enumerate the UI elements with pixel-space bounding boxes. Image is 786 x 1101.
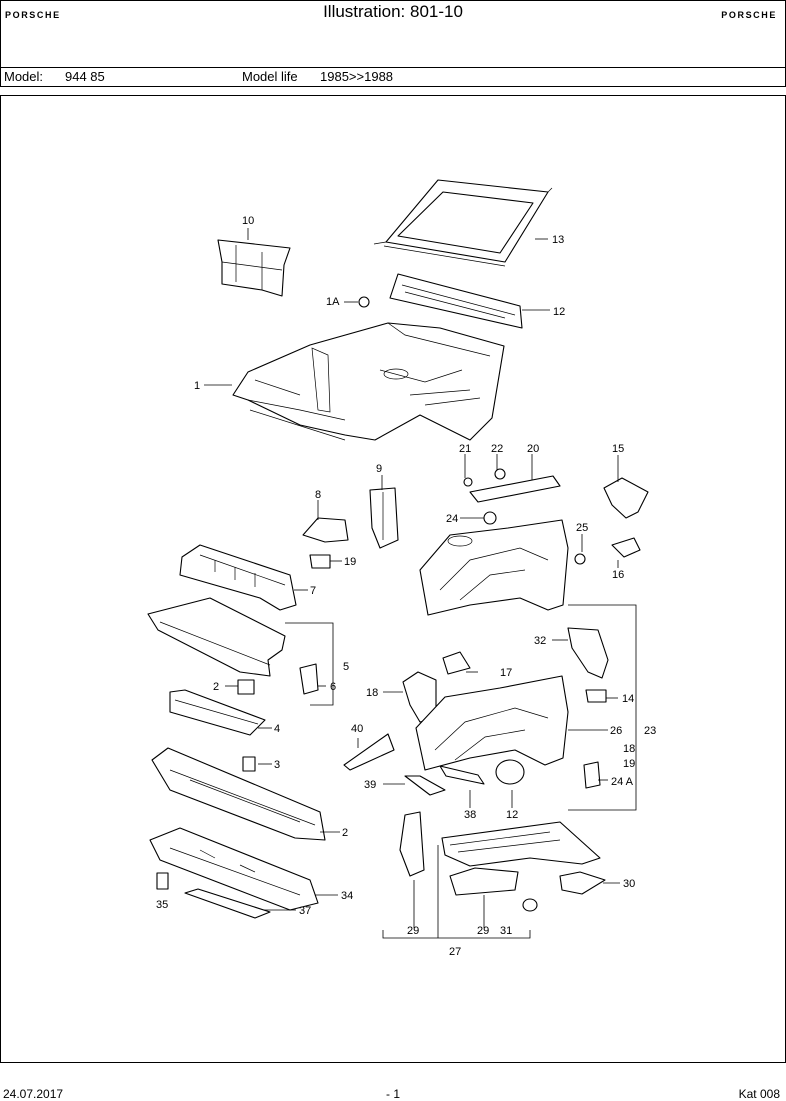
callout-35: 35 — [156, 899, 168, 911]
callout-21: 20 — [527, 443, 539, 455]
part-wheelhouse-upper[interactable] — [419, 519, 569, 616]
callout-10: 9 — [376, 463, 382, 475]
callout-23: 22 — [491, 443, 503, 455]
callout-3: 2 — [213, 681, 219, 693]
part-12-cover[interactable] — [495, 759, 525, 785]
footer-date: 24.07.2017 — [3, 1087, 64, 1101]
callout-14: 13 — [552, 234, 564, 246]
part-bracket-11[interactable] — [217, 239, 291, 297]
callout-24: 23 — [644, 725, 656, 737]
part-10-bracket[interactable] — [369, 487, 399, 549]
callout-2: 2 — [342, 827, 348, 839]
callout-19: 18 — [366, 687, 378, 699]
part-40-gusset[interactable] — [343, 733, 395, 771]
part-32-panel[interactable] — [567, 627, 609, 703]
callout-5: 4 — [274, 723, 280, 735]
callout-9: 8 — [315, 489, 321, 501]
callout-22: 21 — [459, 443, 471, 455]
callout-13: 12 — [553, 306, 565, 318]
part-brackets-right[interactable] — [574, 477, 649, 565]
part-front-body[interactable] — [232, 322, 505, 441]
footer-page: - 1 — [386, 1087, 401, 1101]
callout-16: 15 — [612, 443, 624, 455]
callout-31: 30 — [623, 878, 635, 890]
part-6-front-panel[interactable] — [147, 597, 319, 695]
callout-26: 25 — [576, 522, 588, 534]
model-life-label: Model life — [242, 69, 298, 84]
part-24a-clip[interactable] — [583, 761, 601, 789]
part-2-crossmember[interactable] — [151, 747, 326, 841]
callout-6: 5 — [343, 661, 349, 673]
callout-20: 19 — [344, 556, 356, 568]
callout-12: 12 — [506, 809, 518, 821]
part-8-crossmember[interactable] — [179, 544, 297, 611]
callout-8: 7 — [310, 585, 316, 597]
part-25-cap[interactable] — [483, 511, 497, 525]
callout-29: 29 — [477, 925, 489, 937]
callout-18b: 18 — [623, 743, 635, 755]
part-cowl-panel[interactable] — [389, 273, 523, 329]
part-9-bracket[interactable] — [302, 517, 349, 569]
model-value: 944 85 — [65, 69, 105, 84]
part-wheelhouse-lower[interactable] — [415, 675, 569, 771]
callout-30: 29 — [407, 925, 419, 937]
model-bar: Model: 944 85 Model life 1985>>1988 — [0, 67, 786, 87]
callout-38: 39 — [364, 779, 376, 791]
callout-32: 32 — [534, 635, 546, 647]
page-header: PORSCHE Illustration: 801-10 PORSCHE — [0, 0, 786, 68]
callout-28: 27 — [449, 946, 461, 958]
callout-17: 16 — [612, 569, 624, 581]
callout-27: 26 — [610, 725, 622, 737]
part-4-clip[interactable] — [242, 756, 256, 772]
callout-34: 34 — [341, 890, 353, 902]
callout-4: 3 — [274, 759, 280, 771]
callout-1: 1 — [194, 380, 200, 392]
part-34-underpanel[interactable] — [149, 827, 319, 919]
part-plug-1a[interactable] — [358, 296, 370, 308]
part-5-reinforcement[interactable] — [169, 679, 266, 736]
callout-11: 10 — [242, 215, 254, 227]
callout-31b: 31 — [500, 925, 512, 937]
callout-19b: 19 — [623, 758, 635, 770]
callout-37: 37 — [299, 905, 311, 917]
callout-24a: 24 A — [611, 776, 634, 788]
part-windscreen-frame[interactable] — [373, 179, 553, 267]
callout-15: 14 — [622, 693, 634, 705]
callout-labels: 10 1A 1 13 12 21 22 20 15 9 8 19 24 25 1… — [156, 215, 656, 958]
callout-39: 38 — [464, 809, 476, 821]
footer-catalog: Kat 008 — [738, 1087, 780, 1101]
part-small-fasteners[interactable] — [463, 468, 561, 503]
callout-40: 40 — [351, 723, 363, 735]
porsche-logo-right: PORSCHE — [721, 10, 777, 20]
callout-25: 24 — [446, 513, 458, 525]
part-18-19-brackets[interactable] — [402, 651, 471, 723]
leader-lines — [204, 228, 637, 939]
porsche-logo-left: PORSCHE — [5, 10, 61, 20]
model-life-value: 1985>>1988 — [320, 69, 394, 84]
illustration-title: Illustration: 801-10 — [323, 2, 463, 21]
callout-1a: 1A — [326, 296, 340, 308]
callout-7: 6 — [330, 681, 336, 693]
part-38-39-strips[interactable] — [404, 765, 485, 796]
part-28-longitudinal[interactable] — [399, 811, 606, 912]
callout-18: 17 — [500, 667, 512, 679]
model-label: Model: — [4, 69, 44, 84]
